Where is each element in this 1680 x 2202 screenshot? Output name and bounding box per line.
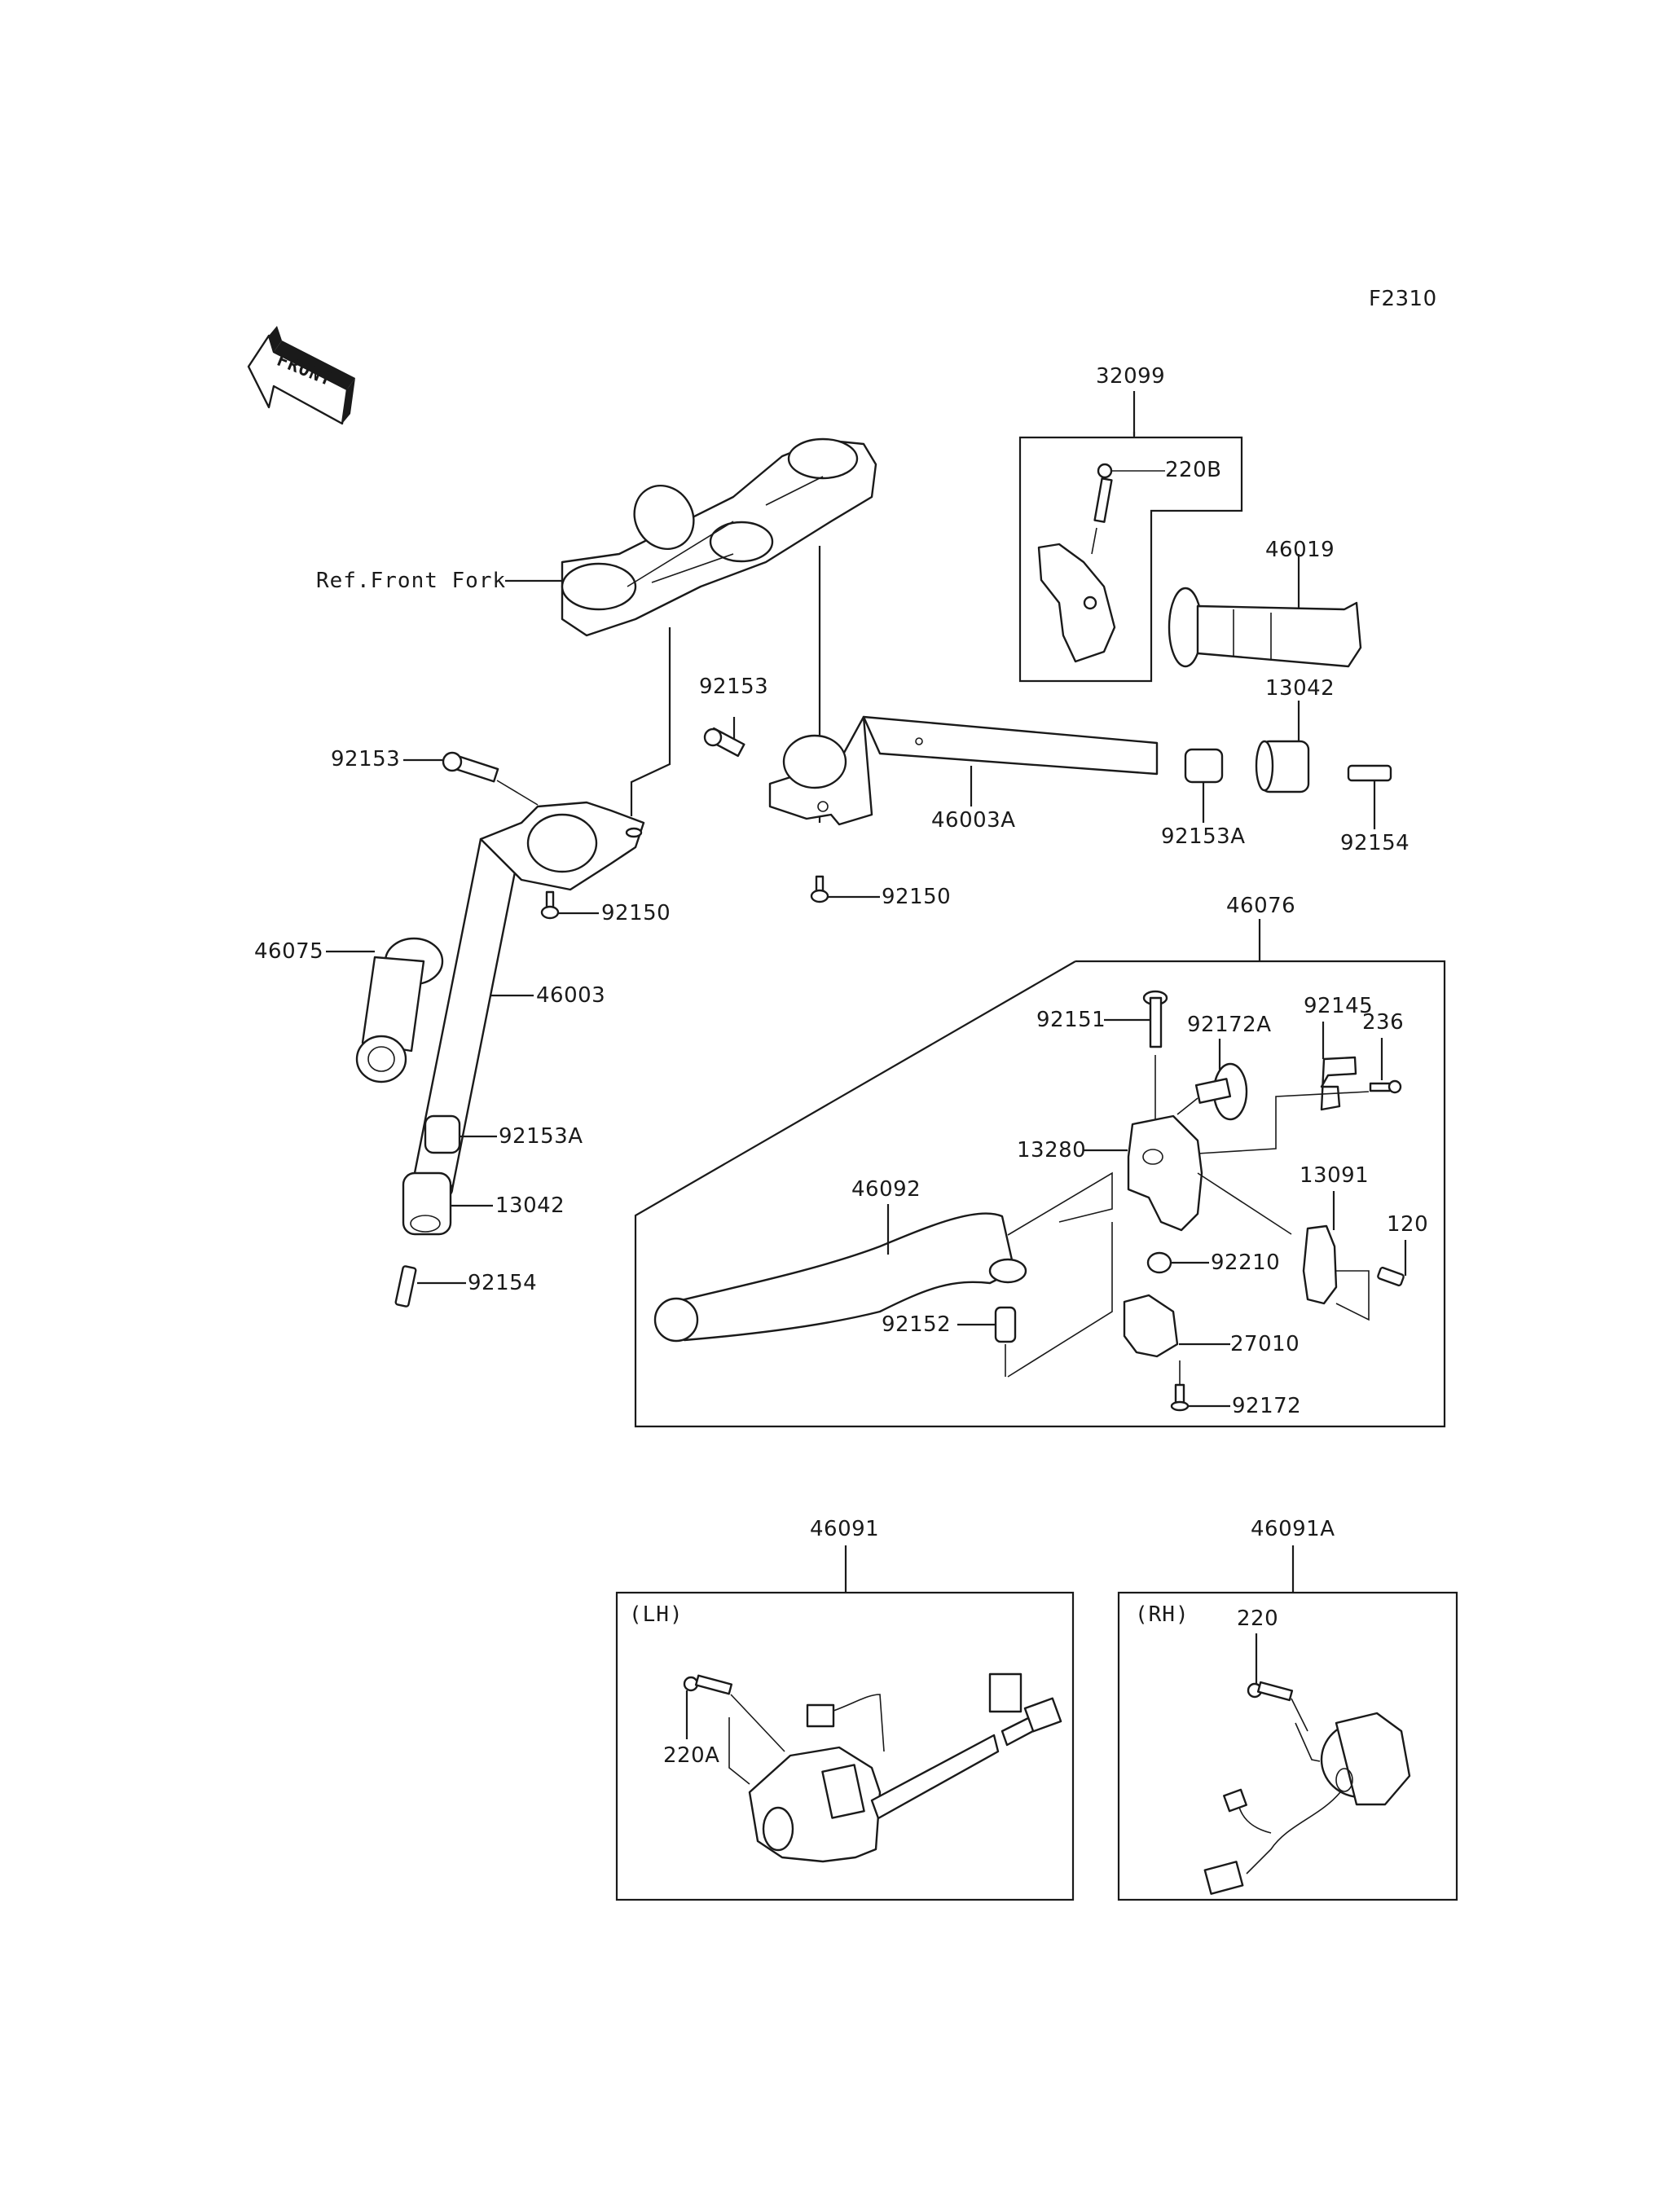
right-grip-46019 [1168,554,1362,668]
label-27010: 27010 [1230,1332,1300,1356]
label-120: 120 [1387,1212,1429,1237]
label-92154-right: 92154 [1340,831,1410,855]
label-32099: 32099 [1096,364,1166,389]
front-arrow-icon [247,326,355,425]
label-236: 236 [1362,1010,1405,1035]
label-13280: 13280 [1017,1138,1087,1163]
label-92172A: 92172A [1187,1013,1272,1037]
label-46019: 46019 [1265,538,1335,562]
bar-end-weight-left [402,1171,493,1236]
label-220A: 220A [663,1743,720,1768]
bar-end-weight-right [1255,701,1310,793]
label-92151: 92151 [1036,1008,1106,1032]
label-92153A-left: 92153A [499,1124,583,1149]
clutch-lever-assembly-box [634,919,1446,1428]
lh-box-label: (LH) [629,1602,684,1627]
bolt-92153-center [703,717,745,758]
throttle-housing-box [1018,391,1243,683]
bolt-92150-center [810,875,880,903]
rh-box-label: (RH) [1135,1602,1190,1627]
label-92152: 92152 [882,1312,952,1337]
figure-code: F2310 [1369,287,1437,311]
label-92150-left: 92150 [601,901,671,925]
label-92153A-right: 92153A [1161,824,1246,849]
label-220: 220 [1237,1606,1279,1631]
label-46092: 46092 [851,1177,921,1202]
label-92153-left: 92153 [331,747,401,771]
label-46091: 46091 [810,1517,880,1541]
left-clip-on-handlebar [410,801,645,1202]
label-92172: 92172 [1232,1394,1302,1418]
label-92145: 92145 [1304,994,1374,1018]
label-46091A: 46091A [1251,1517,1335,1541]
bolt-92150-left [540,890,599,920]
left-grip-46075 [326,937,444,1083]
label-220B: 220B [1165,458,1222,482]
right-clip-on-handlebar [768,715,1159,826]
label-92153-center: 92153 [699,675,769,699]
label-46076: 46076 [1226,894,1296,918]
label-92150-center: 92150 [882,885,952,909]
lh-switch-box [615,1545,1075,1901]
bolt-92153-left [403,751,539,806]
ref-front-fork-label: Ref.Front Fork [316,569,507,593]
label-46075: 46075 [254,939,324,964]
label-92210: 92210 [1211,1250,1281,1275]
label-46003: 46003 [536,983,606,1008]
label-13042-right: 13042 [1265,676,1335,701]
upper-fork-clamp [505,437,877,637]
rh-switch-box [1117,1545,1458,1901]
bar-end-plug-left [424,1114,497,1154]
bar-end-bolt-right [1347,764,1392,829]
label-13091: 13091 [1300,1163,1370,1188]
bar-end-plug-right [1184,748,1224,823]
bar-end-bolt-left [394,1265,466,1308]
label-46003A: 46003A [931,808,1016,833]
label-13042-left: 13042 [495,1193,565,1218]
label-92154-left: 92154 [468,1271,538,1295]
